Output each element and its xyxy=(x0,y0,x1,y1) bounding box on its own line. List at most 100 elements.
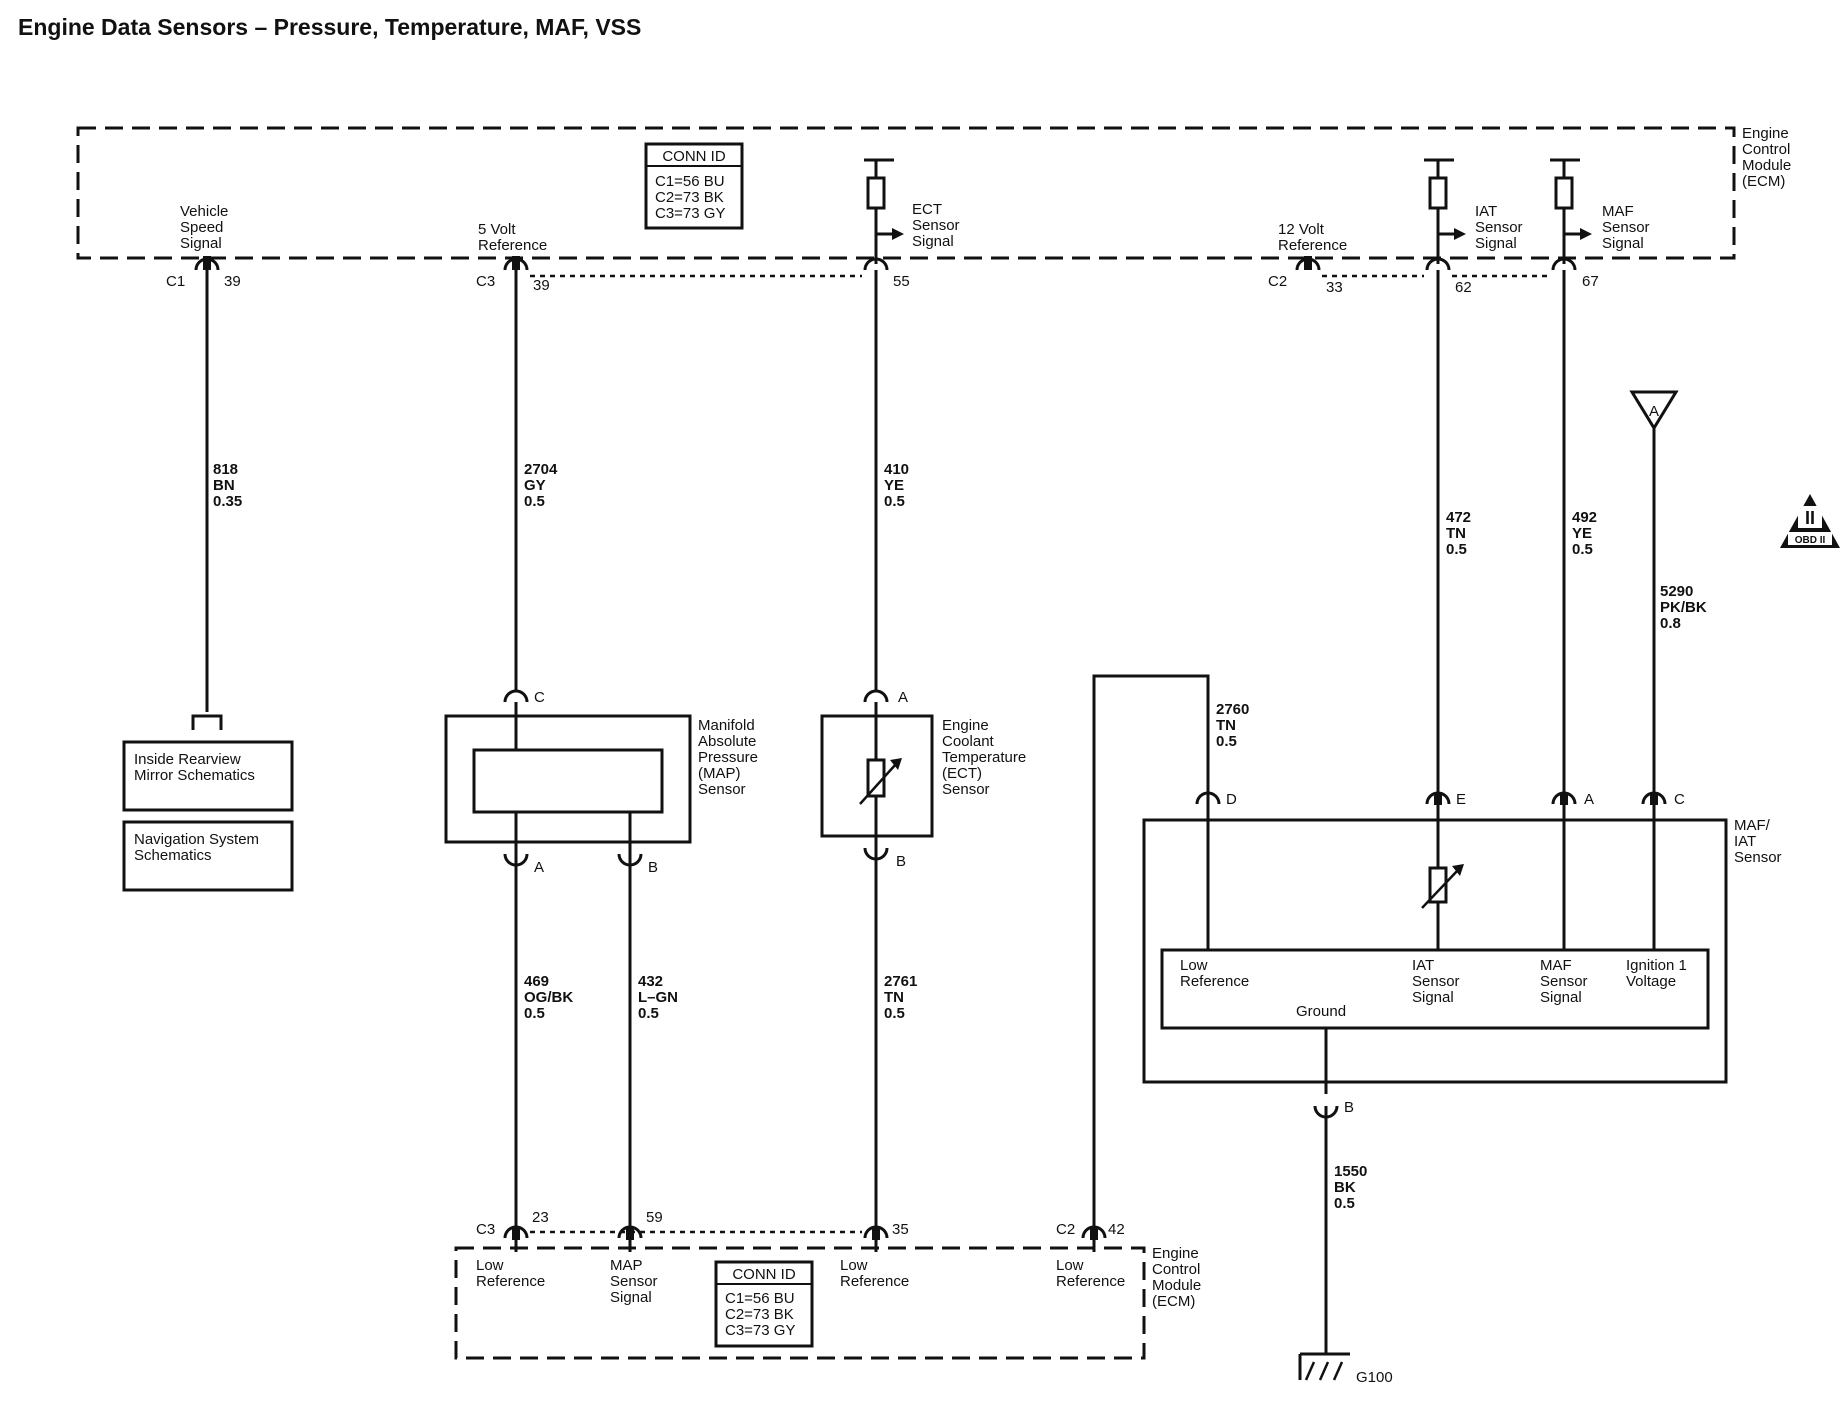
map-sensor-label: Manifold xyxy=(698,717,755,734)
wire-color: BK xyxy=(1334,1179,1356,1196)
connector-pin-67 xyxy=(1551,257,1577,271)
maf-inner-label: Sensor xyxy=(1540,973,1588,990)
navigation-system-reference[interactable]: Navigation System Schematics xyxy=(122,820,294,892)
maf-inner-label: Voltage xyxy=(1626,973,1676,990)
maf-inner-label: Ground xyxy=(1296,1003,1346,1020)
pin-letter: E xyxy=(1456,791,1466,808)
ect-sensor-label: Temperature xyxy=(942,749,1026,766)
wire-circuit: 1550 xyxy=(1334,1163,1367,1180)
maf-inner-label: MAF xyxy=(1540,957,1572,974)
pin-label: Reference xyxy=(476,1273,545,1290)
maf-low-ref-wire: 2760 TN 0.5 xyxy=(1092,674,1249,1226)
map-sensor-label: Sensor xyxy=(698,781,746,798)
ground-wire: 1550 BK 0.5 xyxy=(1324,1106,1367,1354)
maf-inner-label: Signal xyxy=(1412,989,1454,1006)
map-sensor-label: Pressure xyxy=(698,749,758,766)
maf-pullup-resistor xyxy=(1550,158,1592,264)
ecm-bottom-label: Engine xyxy=(1152,1245,1199,1262)
ecm-top-label-4: (ECM) xyxy=(1742,173,1785,190)
wire-size: 0.5 xyxy=(524,493,545,510)
wire-circuit: 5290 xyxy=(1660,583,1693,600)
maf-inner-label: Signal xyxy=(1540,989,1582,1006)
iat-pullup-resistor xyxy=(1424,158,1466,264)
conn-id-line: C1=56 BU xyxy=(725,1290,795,1307)
ect-sensor-label: Sensor xyxy=(942,781,990,798)
conn-id-line: C1=56 BU xyxy=(655,173,725,190)
vss-wire: 818 BN 0.35 xyxy=(191,270,242,730)
iat-signal-wire: 472 TN 0.5 xyxy=(1436,270,1471,793)
maf-inner-label: Low xyxy=(1180,957,1208,974)
conn-id-c2: C2 xyxy=(1268,273,1287,290)
pin-label-vss: Vehicle xyxy=(180,203,228,220)
wire-color: YE xyxy=(1572,525,1592,542)
pin-letter: C xyxy=(534,689,545,706)
wire-circuit: 472 xyxy=(1446,509,1471,526)
ecm-top-conn-id: CONN ID C1=56 BU C2=73 BK C3=73 GY xyxy=(644,142,744,230)
conn-id-line: C2=73 BK xyxy=(725,1306,794,1323)
ignition-splice: A 5290 PK/BK 0.8 xyxy=(1629,390,1707,793)
maf-sensor-label: IAT xyxy=(1734,833,1756,850)
conn-id-header: CONN ID xyxy=(732,1266,796,1283)
wire-color: GY xyxy=(524,477,546,494)
wire-circuit: 469 xyxy=(524,973,549,990)
ground-g100-icon: G100 xyxy=(1298,1352,1393,1386)
pin-number: 35 xyxy=(892,1221,909,1238)
pin-letter: A xyxy=(534,859,544,876)
wire-size: 0.5 xyxy=(1572,541,1593,558)
obd-ii-badge: II OBD II xyxy=(1780,494,1840,548)
thermistor-icon xyxy=(1421,864,1464,909)
conn-id-line: C3=73 GY xyxy=(655,205,725,222)
pin-label-maf-signal: MAF xyxy=(1602,203,1634,220)
pin-letter: A xyxy=(898,689,908,706)
maf-inner-label: Sensor xyxy=(1412,973,1460,990)
pin-label: Low xyxy=(840,1257,868,1274)
ecm-top-module: Engine Control Module (ECM) CONN ID C1=5… xyxy=(76,125,1791,264)
pin-label-vss: Speed xyxy=(180,219,223,236)
wire-color: YE xyxy=(884,477,904,494)
pin-label-vss: Signal xyxy=(180,235,222,252)
maf-inner-label: Ignition 1 xyxy=(1626,957,1687,974)
conn-id-c3: C3 xyxy=(476,1221,495,1238)
wire-color: TN xyxy=(1216,717,1236,734)
wire-circuit: 432 xyxy=(638,973,663,990)
conn-id-line: C3=73 GY xyxy=(725,1322,795,1339)
pin-label: Low xyxy=(1056,1257,1084,1274)
map-low-ref-wire: 469 OG/BK 0.5 xyxy=(514,854,573,1226)
connector-pin-62 xyxy=(1425,257,1451,271)
maf-inner-label: Reference xyxy=(1180,973,1249,990)
map-signal-wire: 432 L–GN 0.5 xyxy=(628,854,678,1226)
pin-label-maf-signal: Sensor xyxy=(1602,219,1650,236)
pin-number: 55 xyxy=(893,273,910,290)
rearview-mirror-reference[interactable]: Inside Rearview Mirror Schematics xyxy=(122,740,294,812)
maf-signal-wire: 492 YE 0.5 xyxy=(1562,270,1597,793)
wire-circuit: 2704 xyxy=(524,461,558,478)
wire-size: 0.5 xyxy=(884,493,905,510)
page-title: Engine Data Sensors – Pressure, Temperat… xyxy=(18,14,642,40)
ecm-bottom-boundary xyxy=(454,1246,1146,1360)
wire-color: L–GN xyxy=(638,989,678,1006)
pin-label-iat-signal: IAT xyxy=(1475,203,1497,220)
ecm-top-label-3: Module xyxy=(1742,157,1791,174)
wire-size: 0.8 xyxy=(1660,615,1681,632)
ref-5v-wire: 2704 GY 0.5 xyxy=(514,270,558,691)
pin-letter: B xyxy=(1344,1099,1354,1116)
splice-label: A xyxy=(1649,403,1659,420)
pin-label-12v-ref: Reference xyxy=(1278,237,1347,254)
ecm-top-label-1: Engine xyxy=(1742,125,1789,142)
wire-color: BN xyxy=(213,477,235,494)
pin-label-iat-signal: Signal xyxy=(1475,235,1517,252)
reference-text: Navigation System xyxy=(134,831,259,848)
pin-letter: B xyxy=(896,853,906,870)
wire-color: TN xyxy=(1446,525,1466,542)
pin-number: 67 xyxy=(1582,273,1599,290)
maf-sensor-label: Sensor xyxy=(1734,849,1782,866)
pin-number: 42 xyxy=(1108,1221,1125,1238)
reference-text: Inside Rearview xyxy=(134,751,241,768)
ecm-bottom-module: C3 23 59 35 C2 42 Low Reference MAP Sens… xyxy=(454,1209,1201,1360)
pin-label: MAP xyxy=(610,1257,643,1274)
pin-letter: C xyxy=(1674,791,1685,808)
pin-label: Low xyxy=(476,1257,504,1274)
thermistor-icon xyxy=(859,758,902,805)
ground-label: G100 xyxy=(1356,1369,1393,1386)
